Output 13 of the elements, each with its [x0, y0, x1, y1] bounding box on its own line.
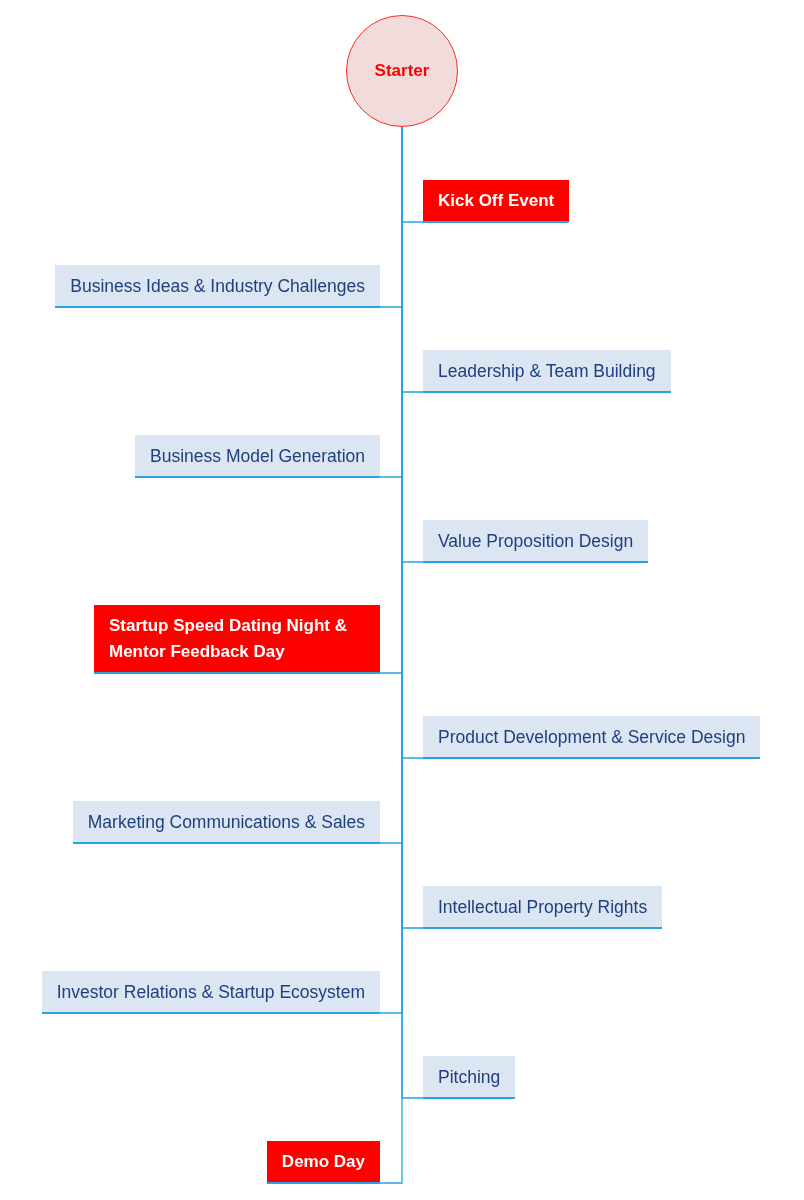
topic-box: Marketing Communications & Sales	[72, 801, 380, 844]
event-box: Demo Day	[266, 1141, 380, 1184]
topic-box: Leadership & Team Building	[423, 350, 671, 393]
topic-box: Investor Relations & Startup Ecosystem	[41, 971, 380, 1014]
topic-box: Pitching	[423, 1056, 516, 1099]
topic-box: Business Model Generation	[135, 435, 380, 478]
start-circle: Starter	[346, 15, 458, 127]
event-box: Startup Speed Dating Night & Mentor Feedback Day	[94, 605, 380, 674]
topic-box: Product Development & Service Design	[423, 716, 761, 759]
topic-box: Intellectual Property Rights	[423, 886, 663, 929]
event-box: Kick Off Event	[423, 180, 570, 223]
topic-box: Value Proposition Design	[423, 520, 649, 563]
topic-box: Business Ideas & Industry Challenges	[55, 265, 380, 308]
